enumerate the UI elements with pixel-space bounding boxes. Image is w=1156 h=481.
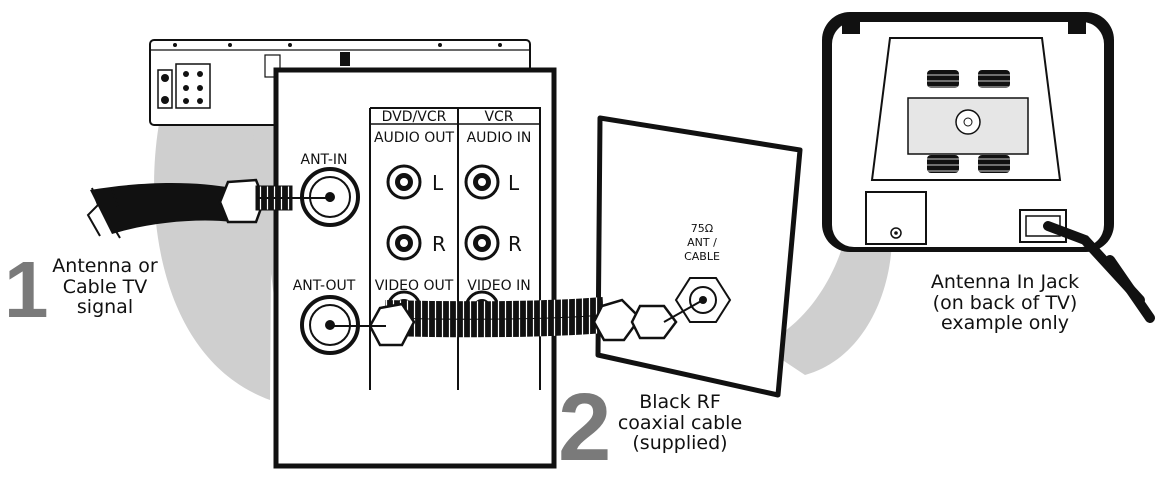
- audio-out-left-jack: [386, 164, 422, 200]
- step-number-1: 1: [4, 245, 49, 334]
- wall-jack-cable-label: CABLE: [684, 250, 720, 263]
- audio-in-left-letter: L: [508, 171, 520, 195]
- ant-in-label: ANT-IN: [301, 152, 348, 168]
- audio-in-label: AUDIO IN: [467, 130, 532, 146]
- zoom-wedge-tv: [760, 215, 892, 375]
- video-in-label: VIDEO IN: [467, 278, 530, 294]
- wall-jack-ohm-label: 75Ω: [691, 222, 713, 235]
- audio-in-right-jack: [464, 225, 500, 261]
- video-out-label: VIDEO OUT: [375, 278, 454, 294]
- step-2-line-3: (supplied): [632, 432, 728, 455]
- audio-in-left-jack: [464, 164, 500, 200]
- ant-out-label: ANT-OUT: [293, 278, 356, 294]
- step-2-line-2: coaxial cable: [617, 411, 743, 434]
- step-1-line-3: signal: [76, 296, 134, 319]
- tv-note-line-2: (on back of TV): [932, 291, 1078, 314]
- rf-coaxial-cable: [330, 297, 704, 347]
- step-2-caption: Black RF coaxial cable (supplied): [610, 392, 750, 454]
- antenna-cable: [86, 178, 334, 239]
- step-number-2: 2: [558, 374, 612, 481]
- audio-out-right-letter: R: [432, 232, 446, 256]
- tv-antenna-jack: [890, 227, 902, 239]
- step-2-line-1: Black RF: [639, 391, 721, 413]
- wall-jack-ant-label: ANT /: [687, 236, 717, 249]
- step-1-line-1: Antenna or: [52, 255, 158, 277]
- wall-plate-zoom: 75Ω ANT / CABLE: [595, 115, 803, 398]
- audio-out-right-jack: [386, 225, 422, 261]
- group-label-vcr: VCR: [484, 109, 513, 125]
- zoom-wedge-dvd: [154, 108, 272, 400]
- audio-out-left-letter: L: [432, 171, 444, 195]
- tv-jack-caption: Antenna In Jack (on back of TV) example …: [920, 272, 1090, 334]
- audio-in-right-letter: R: [508, 232, 522, 256]
- step-1-line-2: Cable TV: [62, 275, 148, 298]
- tv-note-line-1: Antenna In Jack: [930, 271, 1080, 293]
- audio-out-label: AUDIO OUT: [374, 130, 454, 146]
- group-label-dvd-vcr: DVD/VCR: [382, 109, 447, 125]
- step-1-caption: Antenna or Cable TV signal: [40, 256, 170, 318]
- rear-panel-zoom: DVD/VCR VCR AUDIO OUT AUDIO IN ANT-IN AN…: [273, 67, 557, 469]
- tv-back: [822, 12, 1155, 323]
- tv-note-line-3: example only: [940, 312, 1069, 335]
